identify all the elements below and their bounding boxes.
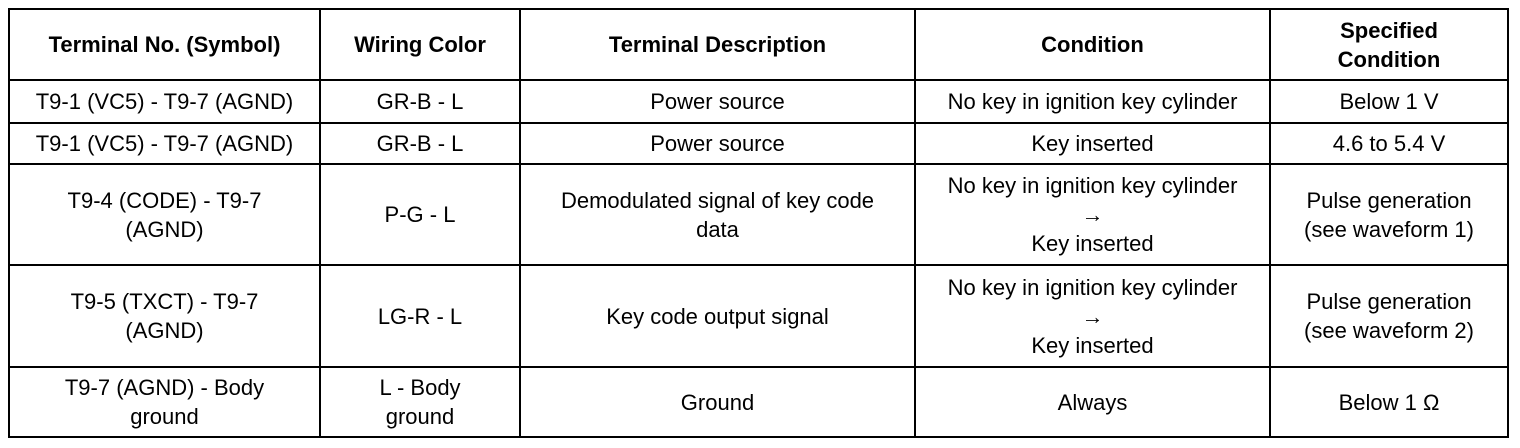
cell-specified-line1: Pulse generation (1306, 289, 1472, 314)
header-specified-condition: Specified Condition (1269, 8, 1509, 81)
header-condition: Condition (914, 8, 1271, 81)
cell-specified: Below 1 Ω (1269, 366, 1509, 438)
cell-condition-line2: Key inserted (1031, 231, 1154, 256)
right-arrow-icon: → (1081, 303, 1104, 329)
cell-wiring-color: LG-R - L (319, 264, 521, 368)
cell-condition: No key in ignition key cylinder → Key in… (914, 264, 1271, 368)
cell-terminal-line1: T9-5 (TXCT) - T9-7 (70, 289, 259, 314)
cell-wiring-color: GR-B - L (319, 79, 521, 124)
cell-condition-line1: No key in ignition key cylinder (947, 274, 1238, 300)
cell-description: Demodulated signal of key code data (519, 163, 916, 266)
cell-wiring-color: GR-B - L (319, 122, 521, 165)
right-arrow-icon: → (1081, 202, 1104, 227)
header-wiring-color: Wiring Color (319, 8, 521, 81)
cell-description: Power source (519, 79, 916, 124)
header-specified-line1: Specified (1340, 17, 1438, 43)
header-row: Terminal No. (Symbol) Wiring Color Termi… (8, 8, 1509, 81)
table-row: T9-1 (VC5) - T9-7 (AGND) GR-B - L Power … (8, 79, 1509, 124)
cell-terminal: T9-4 (CODE) - T9-7 (AGND) (8, 163, 321, 266)
cell-terminal-line2: ground (130, 404, 199, 429)
cell-wiring-line1: L - Body (379, 375, 461, 400)
cell-terminal-line1: T9-7 (AGND) - Body (64, 375, 265, 400)
cell-condition-line1: No key in ignition key cylinder (947, 173, 1238, 198)
cell-terminal: T9-7 (AGND) - Body ground (8, 366, 321, 438)
cell-terminal: T9-1 (VC5) - T9-7 (AGND) (8, 122, 321, 165)
cell-wiring-color: L - Body ground (319, 366, 521, 438)
cell-description: Key code output signal (519, 264, 916, 368)
cell-specified-line2: (see waveform 1) (1304, 216, 1474, 242)
cell-description-line1: Demodulated signal of key code (560, 187, 875, 213)
cell-description: Power source (519, 122, 916, 165)
cell-terminal: T9-5 (TXCT) - T9-7 (AGND) (8, 264, 321, 368)
cell-description: Ground (519, 366, 916, 438)
cell-specified-line2: (see waveform 2) (1304, 318, 1474, 343)
cell-specified: Pulse generation (see waveform 1) (1269, 163, 1509, 266)
cell-condition: No key in ignition key cylinder (914, 79, 1271, 124)
table-row: T9-7 (AGND) - Body ground L - Body groun… (8, 366, 1509, 438)
header-terminal-description: Terminal Description (519, 8, 916, 81)
cell-terminal-line2: (AGND) (125, 318, 204, 343)
cell-condition: Always (914, 366, 1271, 438)
cell-terminal-line2: (AGND) (125, 216, 204, 242)
cell-terminal: T9-1 (VC5) - T9-7 (AGND) (8, 79, 321, 124)
header-terminal: Terminal No. (Symbol) (8, 8, 321, 81)
cell-specified: Below 1 V (1269, 79, 1509, 124)
cell-condition-line2: Key inserted (1031, 332, 1154, 358)
cell-specified: 4.6 to 5.4 V (1269, 122, 1509, 165)
cell-wiring-color: P-G - L (319, 163, 521, 266)
cell-wiring-line2: ground (385, 404, 455, 429)
cell-condition: Key inserted (914, 122, 1271, 165)
table-row: T9-5 (TXCT) - T9-7 (AGND) LG-R - L Key c… (8, 264, 1509, 368)
table-row: T9-1 (VC5) - T9-7 (AGND) GR-B - L Power … (8, 122, 1509, 165)
cell-terminal-line1: T9-4 (CODE) - T9-7 (67, 187, 262, 213)
cell-specified: Pulse generation (see waveform 2) (1269, 264, 1509, 368)
terminal-spec-table: Terminal No. (Symbol) Wiring Color Termi… (8, 8, 1509, 438)
cell-description-line2: data (696, 216, 739, 242)
cell-condition: No key in ignition key cylinder → Key in… (914, 163, 1271, 266)
table-row: T9-4 (CODE) - T9-7 (AGND) P-G - L Demodu… (8, 163, 1509, 266)
header-specified-line2: Condition (1337, 46, 1441, 72)
cell-specified-line1: Pulse generation (1306, 187, 1472, 213)
